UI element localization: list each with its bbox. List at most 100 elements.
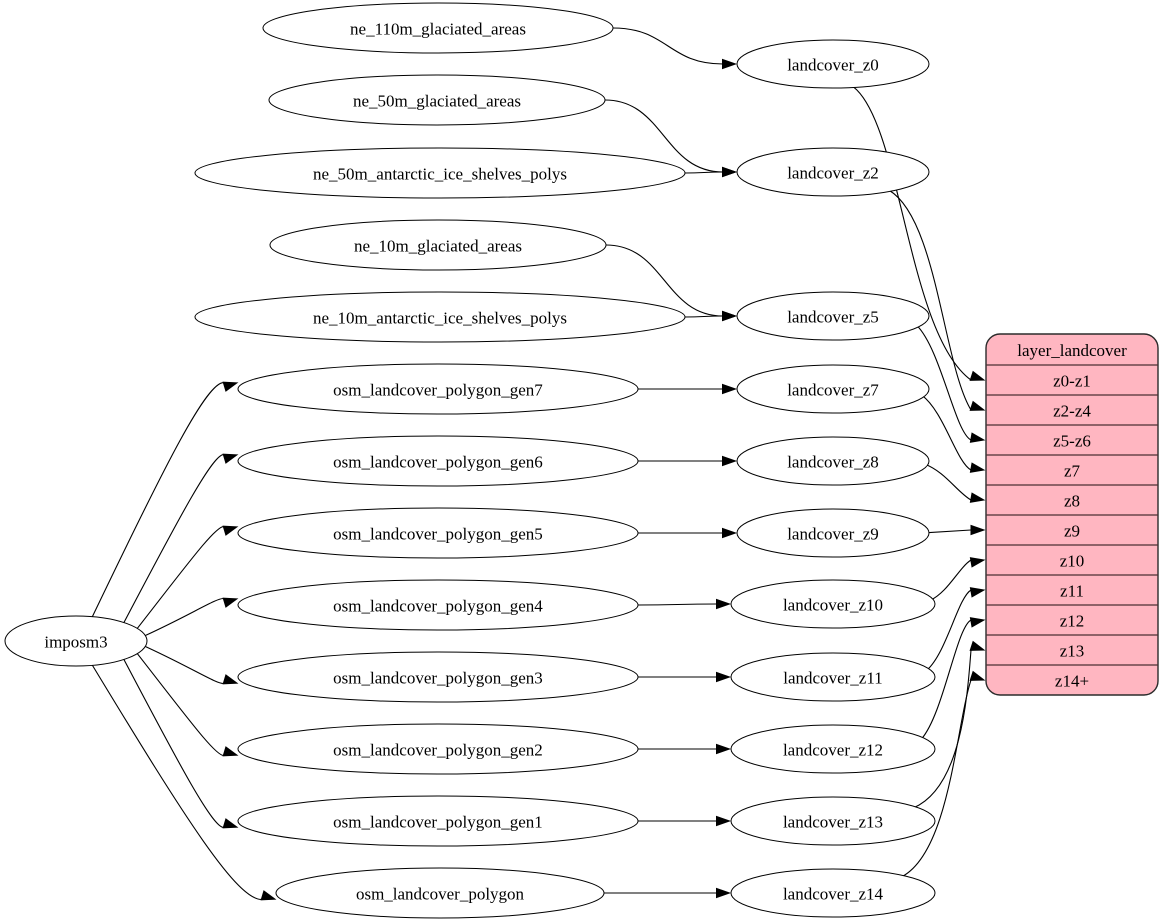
node-landcover_z12[interactable]: landcover_z12 <box>730 724 936 774</box>
node-ellipse-osm_landcover_polygon_gen5 <box>237 507 639 559</box>
node-label-landcover_z8: landcover_z8 <box>787 453 879 472</box>
table-row-z7[interactable]: z7 <box>1064 462 1081 481</box>
node-landcover_z8[interactable]: landcover_z8 <box>736 436 930 486</box>
node-label-osm_landcover_polygon_gen6: osm_landcover_polygon_gen6 <box>333 453 543 472</box>
node-landcover_z2[interactable]: landcover_z2 <box>736 147 930 197</box>
node-label-osm_landcover_polygon_gen1: osm_landcover_polygon_gen1 <box>333 813 543 832</box>
edge-ne_50m_glaciated_areas-to-landcover_z2 <box>604 99 724 173</box>
node-label-imposm3: imposm3 <box>44 633 107 652</box>
node-ellipse-osm_landcover_polygon_gen2 <box>237 723 639 775</box>
node-osm_landcover_polygon_gen4[interactable]: osm_landcover_polygon_gen4 <box>237 579 639 631</box>
edge-ne_10m_glaciated_areas-to-landcover_z5 <box>605 244 724 317</box>
table-row-z10[interactable]: z10 <box>1060 552 1085 571</box>
node-ne_50m_glaciated_areas[interactable]: ne_50m_glaciated_areas <box>268 74 606 126</box>
node-ellipse-landcover_z5 <box>736 291 930 341</box>
nodes-layer: ne_110m_glaciated_areas ne_50m_glaciated_… <box>4 2 936 919</box>
node-label-landcover_z13: landcover_z13 <box>783 813 883 832</box>
table-row-z0-z1[interactable]: z0-z1 <box>1053 372 1091 391</box>
arrow-head <box>969 462 986 473</box>
node-osm_landcover_polygon_gen2[interactable]: osm_landcover_polygon_gen2 <box>237 723 639 775</box>
arrow-head <box>222 818 239 829</box>
node-landcover_z7[interactable]: landcover_z7 <box>736 364 930 414</box>
edge-imposm3-to-osm_landcover_polygon <box>91 664 263 901</box>
arrow-head <box>722 310 737 322</box>
node-landcover_z9[interactable]: landcover_z9 <box>736 508 930 558</box>
node-osm_landcover_polygon[interactable]: osm_landcover_polygon <box>275 867 605 919</box>
node-ellipse-landcover_z13 <box>730 796 936 846</box>
node-ellipse-osm_landcover_polygon <box>275 867 605 919</box>
node-osm_landcover_polygon_gen7[interactable]: osm_landcover_polygon_gen7 <box>237 363 639 415</box>
node-landcover_z11[interactable]: landcover_z11 <box>730 652 936 702</box>
node-label-ne_110m_glaciated_areas: ne_110m_glaciated_areas <box>350 20 526 39</box>
arrow-head <box>969 432 986 443</box>
edge-landcover_z2-to-row-z2-z4 <box>888 189 972 411</box>
table-row-z9[interactable]: z9 <box>1064 522 1080 541</box>
node-ne_50m_antarctic_ice_shelves_polys[interactable]: ne_50m_antarctic_ice_shelves_polys <box>194 147 686 199</box>
node-ne_10m_glaciated_areas[interactable]: ne_10m_glaciated_areas <box>269 219 607 271</box>
table-row-z8[interactable]: z8 <box>1064 492 1080 511</box>
node-label-ne_50m_antarctic_ice_shelves_polys: ne_50m_antarctic_ice_shelves_polys <box>313 165 567 184</box>
layer-landcover-table: layer_landcover z0-z1 z2-z4 z5-z6 z7 z8 z9 z10 z… <box>985 333 1159 696</box>
node-landcover_z5[interactable]: landcover_z5 <box>736 291 930 341</box>
arrow-head <box>222 525 239 536</box>
node-label-landcover_z0: landcover_z0 <box>787 56 879 75</box>
arrow-head <box>969 587 986 598</box>
arrow-head <box>722 527 737 539</box>
edge-imposm3-to-osm_landcover_polygon_gen1 <box>122 657 225 829</box>
table-row-z14+[interactable]: z14+ <box>1055 672 1089 691</box>
node-osm_landcover_polygon_gen6[interactable]: osm_landcover_polygon_gen6 <box>237 435 639 487</box>
table-row-z2-z4[interactable]: z2-z4 <box>1053 402 1091 421</box>
node-ellipse-ne_110m_glaciated_areas <box>262 2 614 54</box>
arrow-head <box>716 743 731 755</box>
node-osm_landcover_polygon_gen1[interactable]: osm_landcover_polygon_gen1 <box>237 795 639 847</box>
node-osm_landcover_polygon_gen3[interactable]: osm_landcover_polygon_gen3 <box>237 651 639 703</box>
arrow-head <box>969 640 986 651</box>
arrow-head <box>969 670 986 681</box>
arrow-head <box>222 381 239 392</box>
node-ellipse-ne_10m_glaciated_areas <box>269 219 607 271</box>
table-row-z12[interactable]: z12 <box>1060 612 1085 631</box>
table-row-z5-z6[interactable]: z5-z6 <box>1053 432 1091 451</box>
node-label-landcover_z2: landcover_z2 <box>787 164 879 183</box>
node-label-landcover_z9: landcover_z9 <box>787 525 879 544</box>
node-ne_110m_glaciated_areas[interactable]: ne_110m_glaciated_areas <box>262 2 614 54</box>
node-landcover_z0[interactable]: landcover_z0 <box>736 39 930 89</box>
node-imposm3[interactable]: imposm3 <box>4 615 148 667</box>
edge-landcover_z9-to-row-z9 <box>925 529 972 534</box>
arrow-head <box>260 890 277 901</box>
arrow-head <box>716 671 731 683</box>
table-header-label: layer_landcover <box>1017 341 1127 360</box>
edge-landcover_z7-to-row-z7 <box>921 394 972 471</box>
node-ellipse-landcover_z2 <box>736 147 930 197</box>
node-label-osm_landcover_polygon_gen2: osm_landcover_polygon_gen2 <box>333 741 543 760</box>
table-row-z11[interactable]: z11 <box>1060 582 1084 601</box>
node-ellipse-landcover_z9 <box>736 508 930 558</box>
node-label-landcover_z12: landcover_z12 <box>783 741 883 760</box>
edge-landcover_z10-to-row-z10 <box>929 559 972 602</box>
node-label-ne_50m_glaciated_areas: ne_50m_glaciated_areas <box>353 92 521 111</box>
node-landcover_z14[interactable]: landcover_z14 <box>730 868 936 918</box>
node-ellipse-landcover_z7 <box>736 364 930 414</box>
node-label-osm_landcover_polygon_gen5: osm_landcover_polygon_gen5 <box>333 525 543 544</box>
arrow-head <box>969 370 986 381</box>
arrow-head <box>970 524 986 536</box>
edge-imposm3-to-osm_landcover_polygon_gen2 <box>134 650 225 756</box>
node-label-osm_landcover_polygon_gen4: osm_landcover_polygon_gen4 <box>333 597 543 616</box>
table-layer_landcover[interactable]: layer_landcover z0-z1 z2-z4 z5-z6 z7 z8 z9 z10 z… <box>985 333 1159 696</box>
node-label-osm_landcover_polygon_gen7: osm_landcover_polygon_gen7 <box>333 381 543 400</box>
edge-landcover_z5-to-row-z5-z6 <box>916 325 972 441</box>
node-ellipse-landcover_z0 <box>736 39 930 89</box>
node-ellipse-ne_50m_glaciated_areas <box>268 74 606 126</box>
node-landcover_z13[interactable]: landcover_z13 <box>730 796 936 846</box>
edge-imposm3-to-osm_landcover_polygon_gen3 <box>140 643 225 685</box>
node-osm_landcover_polygon_gen5[interactable]: osm_landcover_polygon_gen5 <box>237 507 639 559</box>
node-landcover_z10[interactable]: landcover_z10 <box>730 579 936 629</box>
table-row-z13[interactable]: z13 <box>1060 642 1085 661</box>
edge-landcover_z8-to-row-z8 <box>924 463 972 501</box>
arrow-head <box>969 557 986 568</box>
node-ellipse-landcover_z11 <box>730 652 936 702</box>
edge-landcover_z14-to-row-z14+ <box>901 679 972 878</box>
node-ne_10m_antarctic_ice_shelves_polys[interactable]: ne_10m_antarctic_ice_shelves_polys <box>194 291 686 343</box>
